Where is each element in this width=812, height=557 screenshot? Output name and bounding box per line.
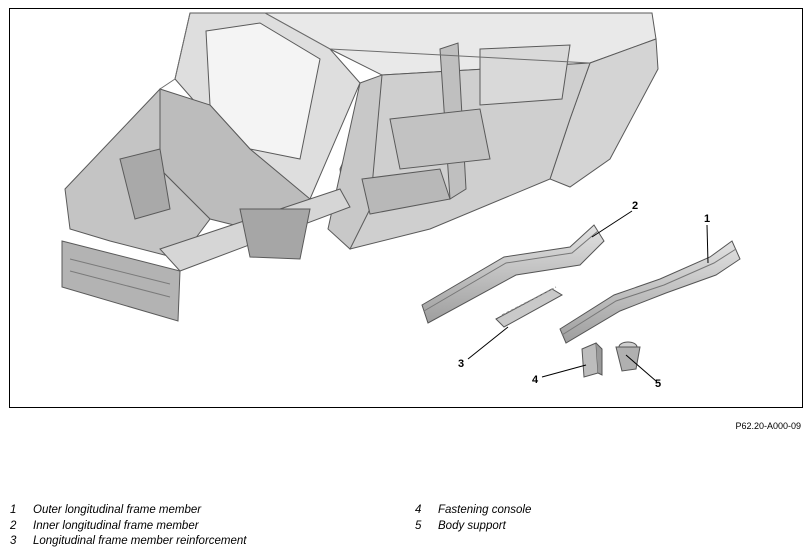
legend-number: 5: [415, 519, 422, 532]
figure-reference-code: P62.20-A000-09: [735, 421, 801, 431]
legend-right: 4 Fastening console 5 Body support: [415, 503, 531, 534]
legend-number: 1: [10, 504, 17, 516]
legend-text: Fastening console: [438, 504, 532, 516]
legend-text: Body support: [438, 519, 506, 532]
callout-1: 1: [704, 213, 710, 225]
callout-5: 5: [655, 378, 661, 390]
legend-left: 1 Outer longitudinal frame member 2 Inne…: [10, 503, 247, 550]
legend-item: 4 Fastening console: [415, 503, 531, 519]
outer-longitudinal-frame-member: [559, 240, 741, 344]
legend-number: 3: [10, 535, 17, 548]
callout-2: 2: [632, 200, 638, 212]
body-support: [615, 341, 641, 372]
legend-text: Inner longitudinal frame member: [33, 519, 199, 532]
leader-lines: [467, 210, 709, 382]
legend-number: 2: [10, 519, 17, 532]
legend-text: Longitudinal frame member reinforcement: [33, 535, 247, 548]
callout-4: 4: [532, 374, 539, 386]
legend-number: 4: [415, 504, 422, 516]
callout-3: 3: [458, 358, 464, 370]
figure-frame: 1 2 3 4 5: [9, 8, 803, 408]
longitudinal-frame-member-reinforcement: [495, 286, 564, 328]
body-shell: [61, 12, 659, 322]
inner-longitudinal-frame-member: [421, 224, 605, 324]
vehicle-body-illustration: 1 2 3 4 5: [61, 12, 741, 390]
legend-item: 1 Outer longitudinal frame member: [10, 503, 247, 519]
legend-item: 2 Inner longitudinal frame member: [10, 519, 247, 535]
legend-item: 5 Body support: [415, 519, 531, 535]
legend-item: 3 Longitudinal frame member reinforcemen…: [10, 534, 247, 550]
legend-text: Outer longitudinal frame member: [33, 504, 202, 516]
fastening-console: [581, 342, 603, 378]
